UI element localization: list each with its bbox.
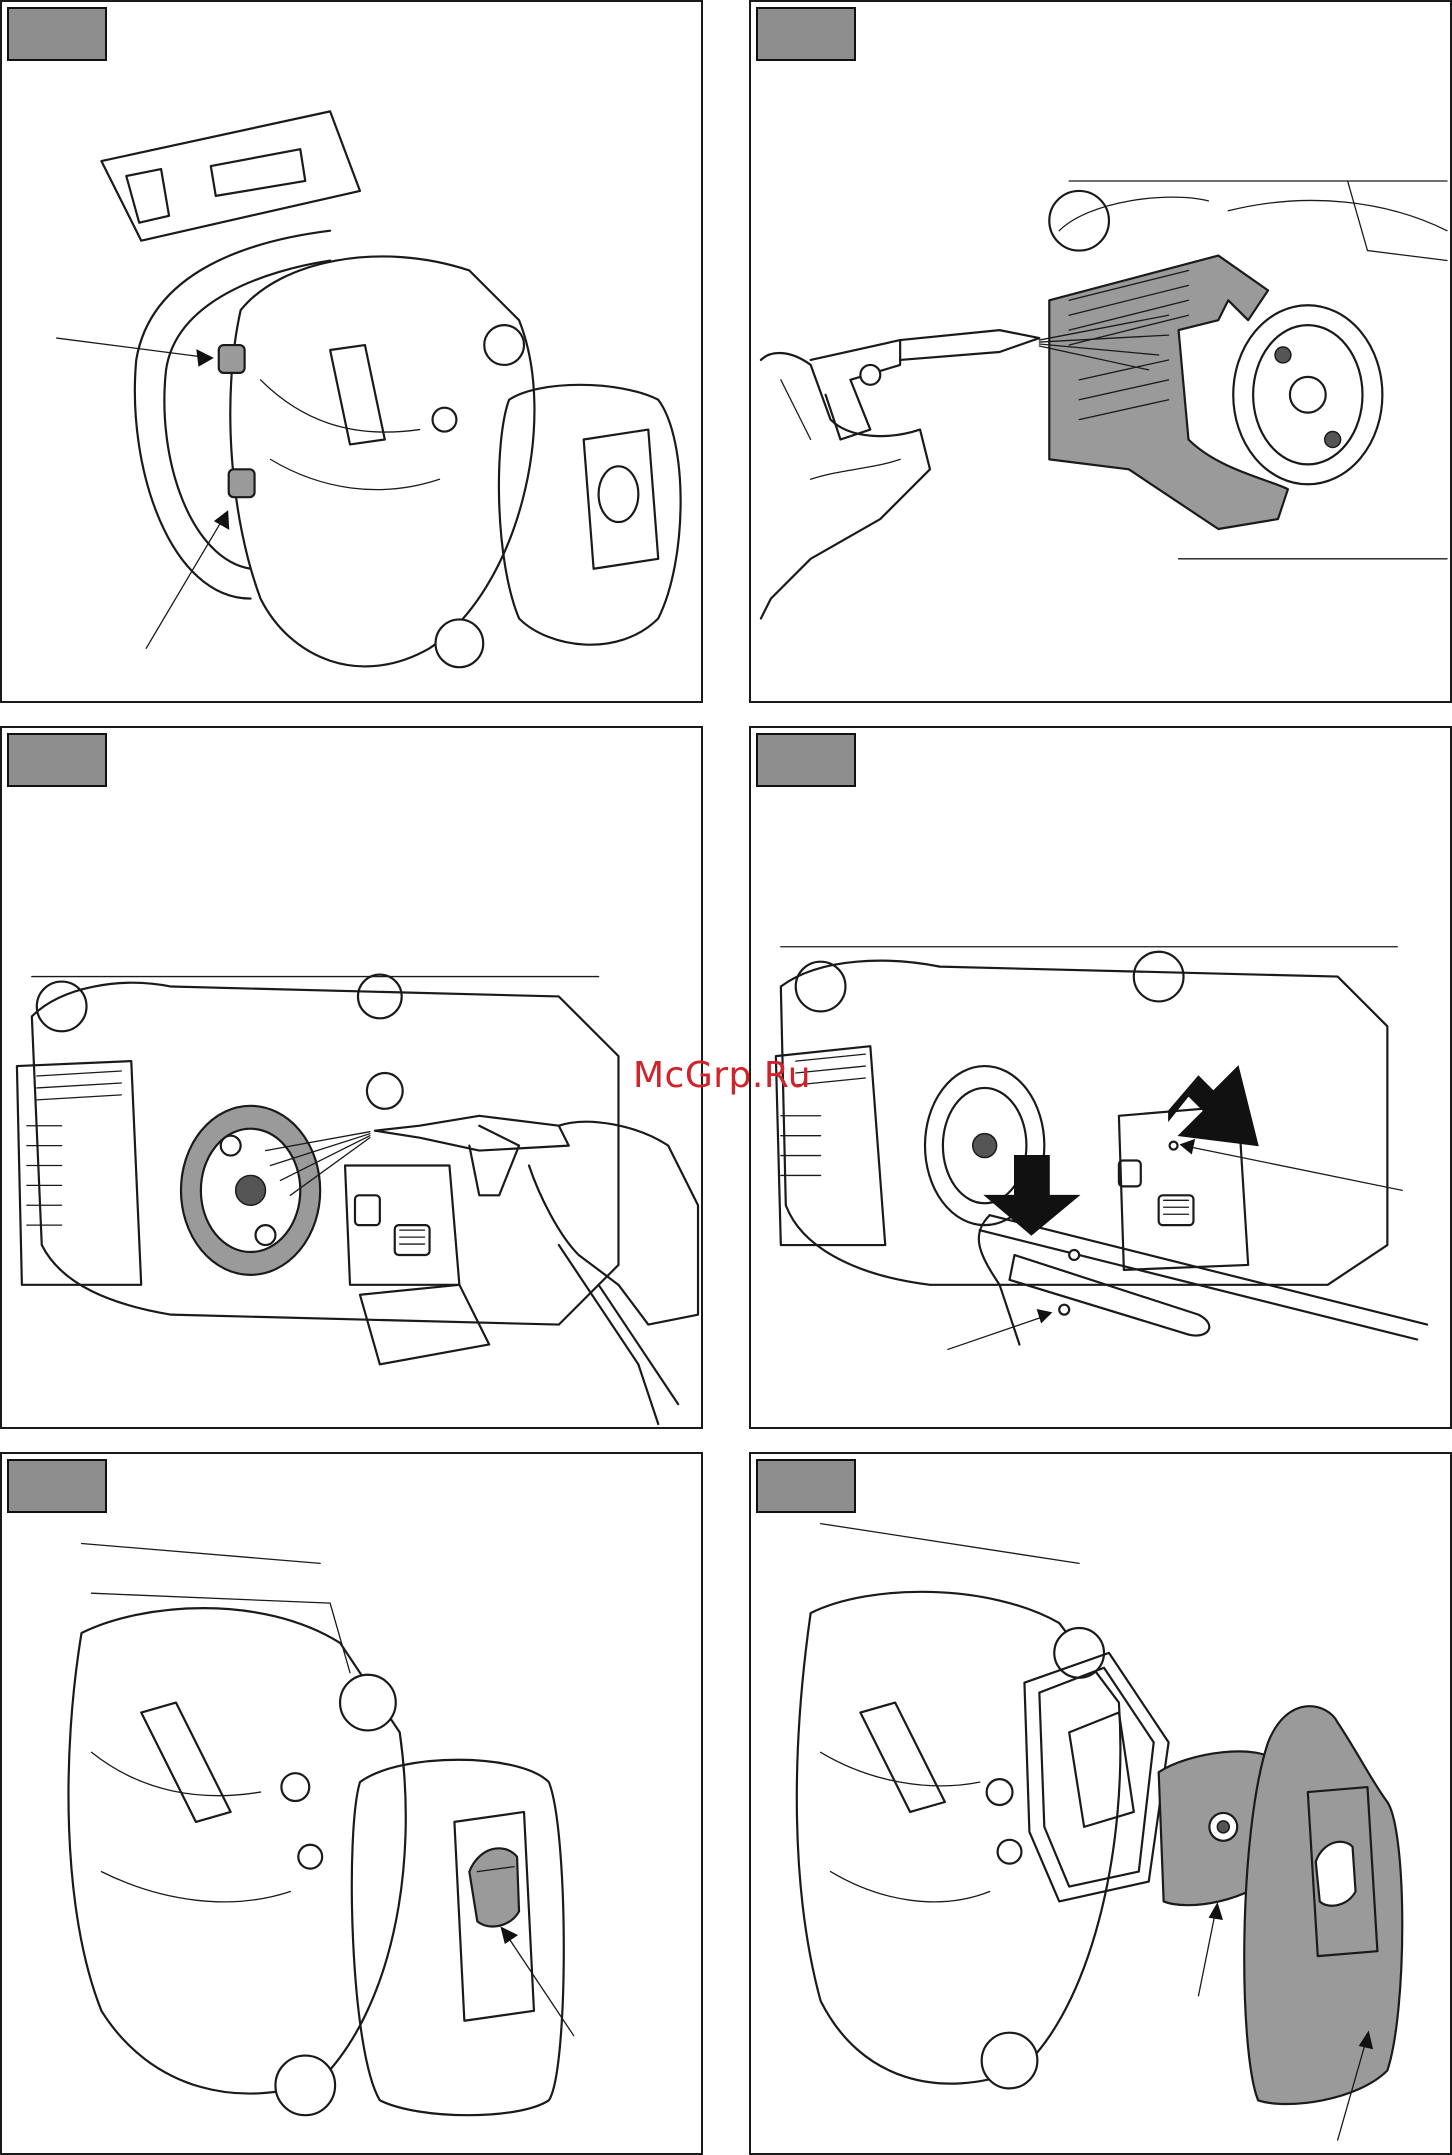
watermark-text: McGrp.Ru bbox=[633, 1055, 811, 1096]
guide-bar-oil-hole-illustration bbox=[751, 728, 1450, 1427]
blowing-clutch-sprocket-illustration bbox=[2, 728, 701, 1427]
panel-4 bbox=[749, 726, 1452, 1429]
panel-3 bbox=[0, 726, 703, 1429]
chainsaw-side-cover-illustration bbox=[2, 2, 701, 701]
air-filter-cover-knob-illustration bbox=[2, 1454, 701, 2153]
panel-1 bbox=[0, 0, 703, 703]
panel-5 bbox=[0, 1452, 703, 2155]
air-filter-removed-illustration bbox=[751, 1454, 1450, 2153]
blowing-air-filter-cover-illustration bbox=[751, 2, 1450, 701]
panel-2 bbox=[749, 0, 1452, 703]
panel-6 bbox=[749, 1452, 1452, 2155]
